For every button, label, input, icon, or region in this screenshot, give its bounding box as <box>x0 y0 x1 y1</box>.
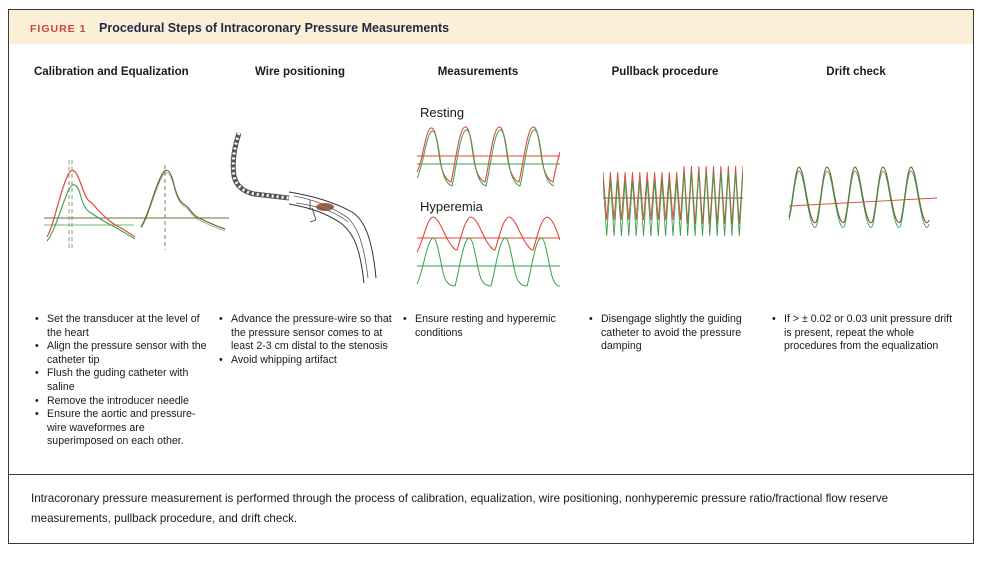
drift-check-waveform <box>788 166 937 228</box>
calibration-aortic-trace <box>46 169 136 238</box>
figure-header: FIGURE 1 Procedural Steps of Intracorona… <box>9 10 973 44</box>
figure-label: FIGURE 1 <box>30 23 87 35</box>
step-title-calibration: Calibration and Equalization <box>34 66 189 78</box>
step-title-drift-check: Drift check <box>826 66 886 78</box>
list-item: Ensure resting and hyperemic conditions <box>401 313 581 340</box>
stenosis-marker <box>316 203 334 211</box>
drift-check-bullets: If > ± 0.02 or 0.03 unit pressure drift … <box>770 313 956 354</box>
coronary-vessel-upper <box>288 191 377 279</box>
list-item: Ensure the aortic and pressure-wire wave… <box>33 408 211 449</box>
list-item: Flush the guding catheter with saline <box>33 367 211 394</box>
drift-aortic-trace <box>788 166 930 224</box>
step-title-measurements: Measurements <box>437 66 519 78</box>
hyperemia-waveform <box>416 216 560 287</box>
figure-frame: FIGURE 1 Procedural Steps of Intracorona… <box>8 9 974 544</box>
pullback-aortic-trace <box>603 165 743 225</box>
list-item: If > ± 0.02 or 0.03 unit pressure drift … <box>770 313 956 354</box>
step-title-pullback: Pullback procedure <box>611 66 719 78</box>
drift-distal-trace <box>788 170 930 228</box>
list-item: Advance the pressure-wire so that the pr… <box>217 313 402 354</box>
figure-caption: Intracoronary pressure measurement is pe… <box>31 492 889 525</box>
step-title-wire-positioning: Wire positioning <box>255 66 345 78</box>
resting-waveform <box>416 126 560 187</box>
calibration-waveform <box>44 160 229 250</box>
calibration-bullets: Set the transducer at the level of the h… <box>33 313 211 449</box>
list-item: Avoid whipping artifact <box>217 354 402 368</box>
list-item: Set the transducer at the level of the h… <box>33 313 211 340</box>
pullback-distal-trace <box>603 171 743 236</box>
guiding-catheter <box>230 132 290 201</box>
list-item: Align the pressure sensor with the cathe… <box>33 340 211 367</box>
calibration-equalized-trace <box>140 169 226 230</box>
pullback-bullets: Disengage slightly the guiding catheter … <box>587 313 765 354</box>
list-item: Remove the introducer needle <box>33 395 211 409</box>
measurements-bullets: Ensure resting and hyperemic conditions <box>401 313 581 340</box>
pullback-waveform <box>603 165 743 236</box>
hyperemia-aortic-trace <box>416 216 560 253</box>
coronary-vessel-lower <box>288 203 365 284</box>
wire-positioning-bullets: Advance the pressure-wire so that the pr… <box>217 313 402 367</box>
resting-label: Resting <box>420 105 465 120</box>
hyperemia-label: Hyperemia <box>420 199 483 214</box>
hyperemia-distal-trace <box>416 237 560 287</box>
list-item: Disengage slightly the guiding catheter … <box>587 313 765 354</box>
wire-positioning-illustration <box>230 132 377 284</box>
caption-divider <box>9 474 973 475</box>
figure-title: Procedural Steps of Intracoronary Pressu… <box>99 21 450 35</box>
